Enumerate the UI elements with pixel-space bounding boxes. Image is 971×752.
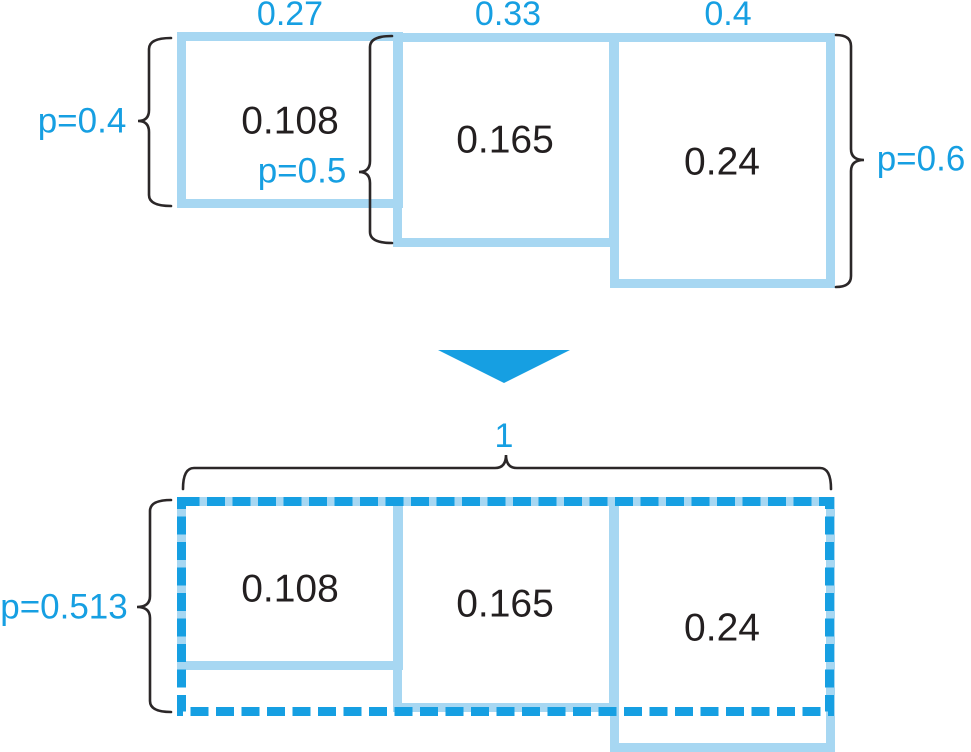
top-cell-value-2: 0.165 xyxy=(456,118,554,162)
total-width-brace xyxy=(181,454,833,491)
width-label-2: 0.33 xyxy=(474,0,542,33)
p06-brace xyxy=(834,33,865,289)
width-label-3: 0.4 xyxy=(704,0,752,33)
p04-brace xyxy=(137,36,173,208)
p-label-union: p=0.513 xyxy=(0,587,128,627)
p0513-brace xyxy=(136,498,173,714)
total-width-label: 1 xyxy=(494,417,514,455)
top-rect-3 xyxy=(610,33,835,288)
bottom-cell-value-2: 0.165 xyxy=(456,582,554,626)
p-label-3: p=0.6 xyxy=(876,139,966,179)
bottom-cell-value-3: 0.24 xyxy=(684,606,760,650)
p-label-2: p=0.5 xyxy=(257,151,347,191)
width-label-1: 0.27 xyxy=(256,0,324,33)
top-cell-value-3: 0.24 xyxy=(684,140,760,184)
p-label-1: p=0.4 xyxy=(37,101,127,141)
top-cell-value-1: 0.108 xyxy=(241,99,339,143)
bottom-cell-value-1: 0.108 xyxy=(241,567,339,611)
down-arrow-icon xyxy=(438,350,570,383)
